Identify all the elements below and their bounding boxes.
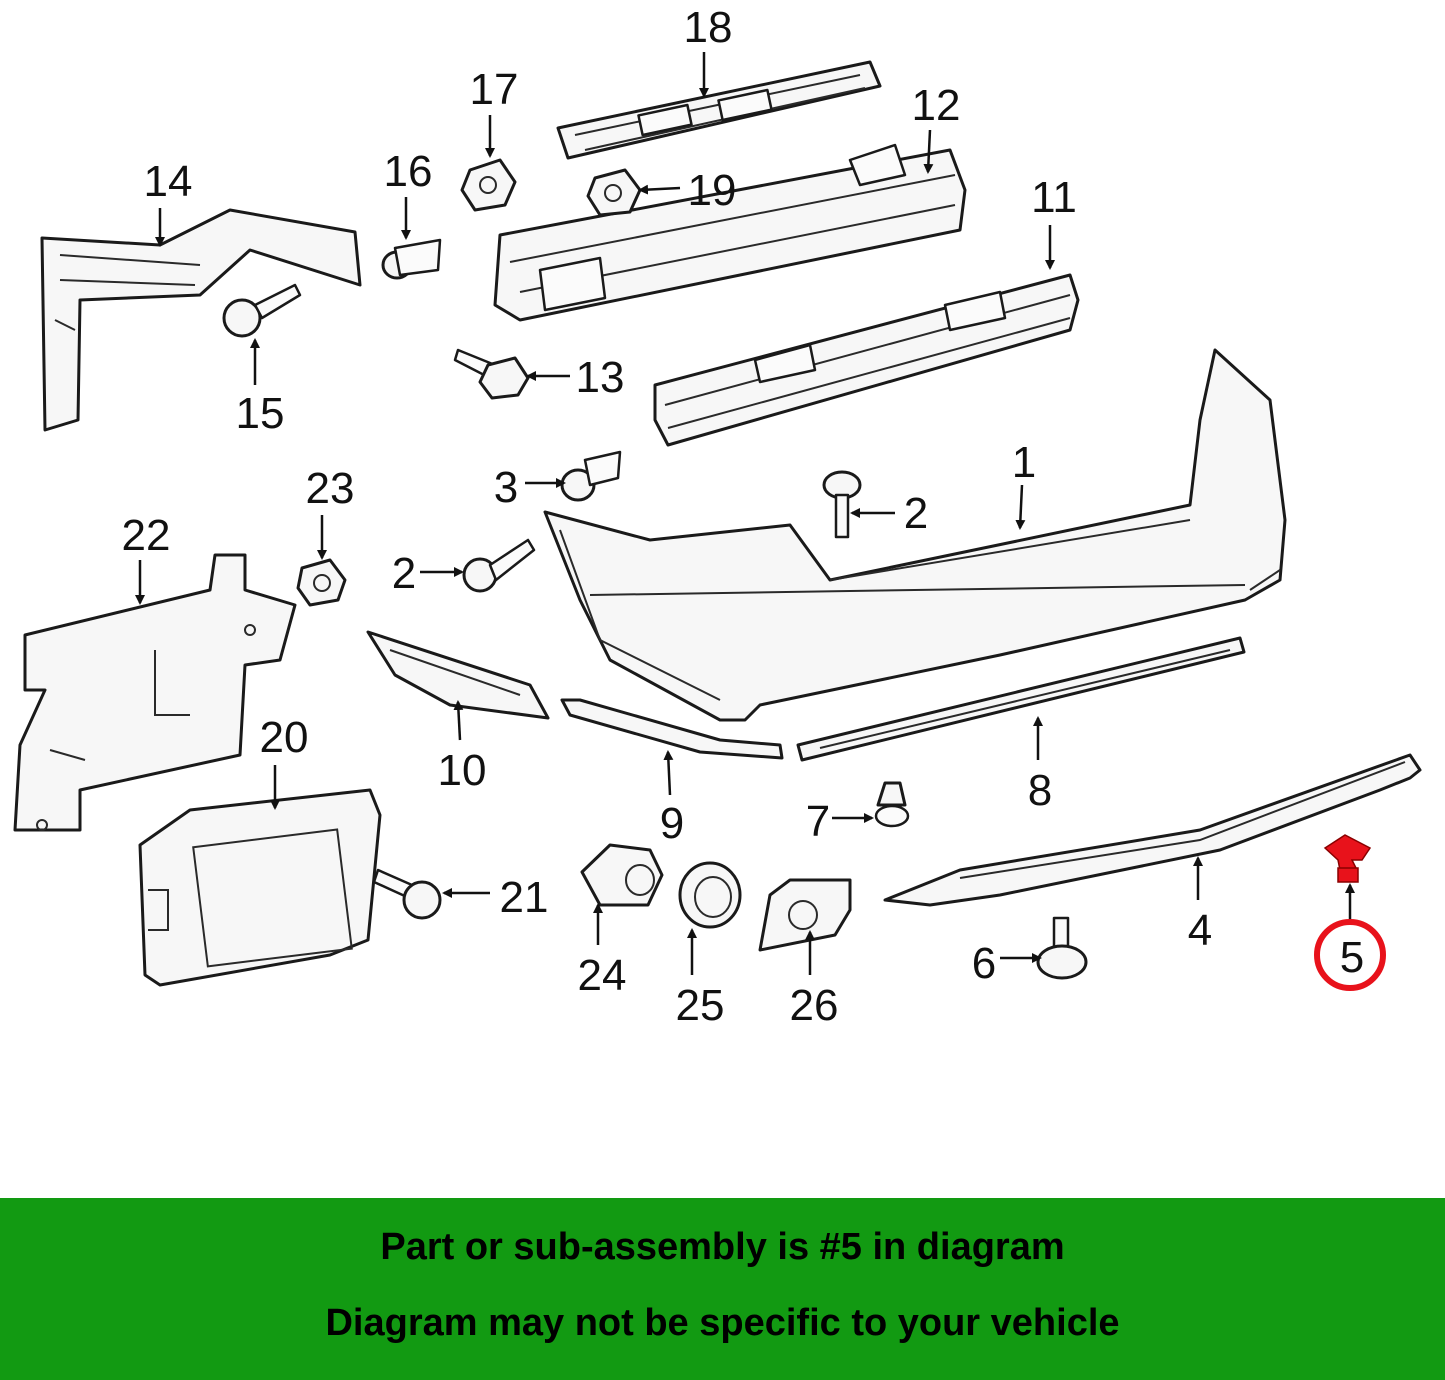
callout-labels: 18 12 11 17 19 16 14 15 13 3 1 2 23 22 2… bbox=[122, 3, 1365, 1030]
part-10-left-molding bbox=[366, 630, 550, 720]
callout-2-lower: 2 bbox=[392, 549, 416, 598]
part-13-bolt bbox=[453, 348, 530, 400]
parts-diagram: 18 12 11 17 19 16 14 15 13 3 1 2 23 22 2… bbox=[13, 3, 1422, 1030]
part-20-control-module bbox=[138, 788, 382, 987]
footer-banner: Part or sub-assembly is #5 in diagram Di… bbox=[0, 1198, 1445, 1380]
part-5-clip-shape bbox=[1323, 834, 1372, 871]
part-18-reinforcement-bracket bbox=[556, 60, 882, 160]
part-26-sensor-bracket bbox=[758, 878, 852, 952]
callout-arrows bbox=[135, 52, 1355, 975]
callout-23: 23 bbox=[306, 464, 355, 513]
callout-2-upper: 2 bbox=[904, 489, 928, 538]
callout-21: 21 bbox=[500, 873, 549, 922]
callout-8: 8 bbox=[1028, 766, 1052, 815]
callout-22: 22 bbox=[122, 511, 171, 560]
part-24-parking-sensor bbox=[580, 843, 664, 907]
part-9-center-molding bbox=[560, 698, 784, 760]
callout-18: 18 bbox=[684, 3, 733, 52]
footer-part-note: Part or sub-assembly is #5 in diagram bbox=[380, 1226, 1065, 1268]
part-12-bumper-reinforcement bbox=[493, 143, 967, 322]
callout-17: 17 bbox=[470, 65, 519, 114]
callout-11: 11 bbox=[1031, 173, 1077, 222]
footer-disclaimer: Diagram may not be specific to your vehi… bbox=[325, 1302, 1120, 1344]
part-1-bumper-cover bbox=[543, 348, 1287, 722]
part-22-bracket bbox=[13, 553, 297, 832]
callout-15: 15 bbox=[236, 389, 285, 438]
part-4-lower-spoiler bbox=[883, 753, 1422, 907]
part-14-side-bracket bbox=[40, 208, 362, 432]
callout-12: 12 bbox=[912, 81, 961, 130]
part-5-highlighted-clip bbox=[1323, 834, 1372, 883]
callout-1: 1 bbox=[1012, 438, 1036, 487]
callout-4: 4 bbox=[1188, 906, 1212, 955]
part-19-nut bbox=[586, 168, 642, 217]
callout-14: 14 bbox=[144, 157, 193, 206]
callout-7: 7 bbox=[806, 797, 830, 846]
part-7-clip bbox=[874, 781, 910, 828]
part-11-energy-absorber bbox=[653, 273, 1080, 447]
callout-26: 26 bbox=[790, 981, 839, 1030]
callout-25: 25 bbox=[676, 981, 725, 1030]
part-16-clip bbox=[381, 238, 442, 280]
callout-9: 9 bbox=[660, 799, 684, 848]
callout-13: 13 bbox=[576, 353, 625, 402]
highlight-circle bbox=[1314, 919, 1386, 991]
callout-5: 5 bbox=[1340, 933, 1364, 982]
callout-24: 24 bbox=[578, 951, 627, 1000]
callout-3: 3 bbox=[494, 463, 518, 512]
part-21-bolt bbox=[372, 868, 442, 920]
part-6-bolt bbox=[1036, 916, 1088, 980]
callout-6: 6 bbox=[972, 939, 996, 988]
part-23-nut bbox=[296, 558, 347, 607]
part-3-clip bbox=[560, 450, 622, 502]
callout-16: 16 bbox=[384, 147, 433, 196]
callout-20: 20 bbox=[260, 713, 309, 762]
part-17-nut bbox=[460, 158, 517, 212]
part-15-bolt bbox=[222, 283, 302, 338]
callout-19: 19 bbox=[688, 166, 737, 215]
part-2-bolt-lower bbox=[462, 538, 536, 593]
callout-10: 10 bbox=[438, 746, 487, 795]
part-8-trim-strip bbox=[796, 636, 1246, 762]
part-25-grommet bbox=[678, 861, 742, 929]
part-2-bolt-upper bbox=[822, 470, 862, 539]
